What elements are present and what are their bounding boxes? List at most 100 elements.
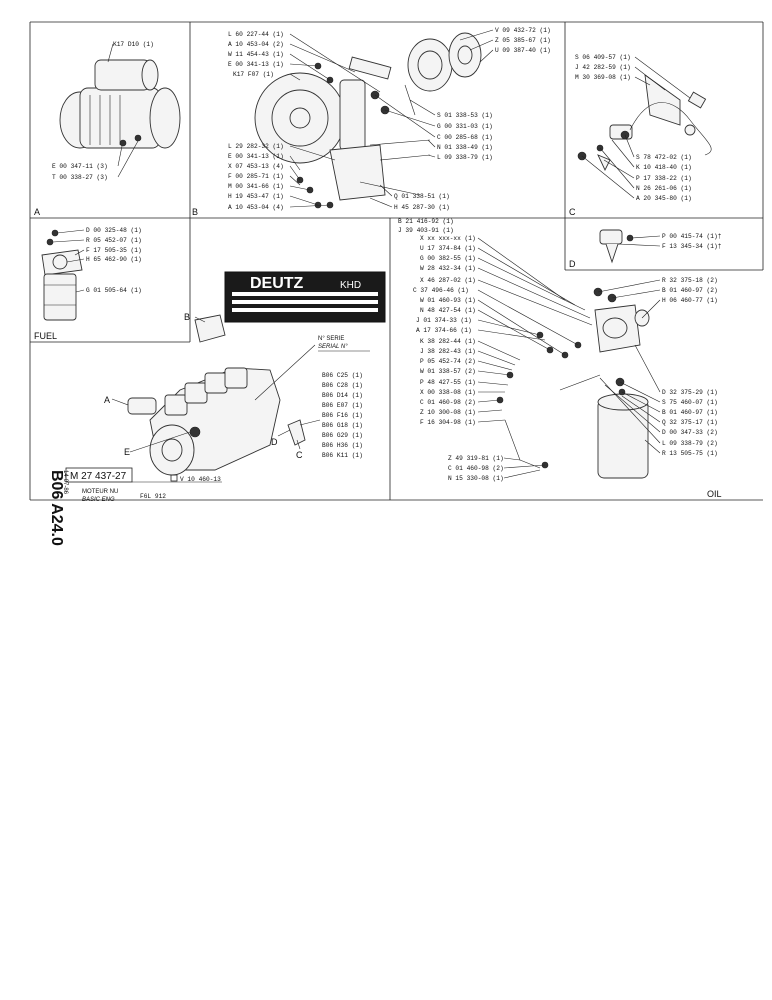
label-c-t-1: J 42 282-59 (1): [575, 64, 631, 71]
label-fuel-2: F 17 505-35 (1): [86, 247, 142, 254]
label-oil-l-8: J 01 374-33 (1): [416, 317, 472, 324]
label-b-rm-1: G 00 331-03 (1): [437, 123, 493, 130]
oil-left-labels: X xx xxx-xx (1) U 17 374-84 (1) G 00 382…: [413, 235, 476, 426]
label-oil-rt-0: R 32 375-18 (2): [662, 277, 718, 284]
label-oil-l-5: C 37 496-46 (1): [413, 287, 469, 294]
label-oil-rt-2: H 06 460-77 (1): [662, 297, 718, 304]
sheet-vertical-date: 14-07-86: [62, 470, 68, 495]
label-oil-rb-0: D 32 375-29 (1): [662, 389, 718, 396]
label-oil-l-16: C 01 460-98 (2): [420, 399, 476, 406]
label-b-lb-5: H 19 453-47 (1): [228, 193, 284, 200]
sheet-model: F6L 912: [140, 493, 166, 500]
sheet-title-en: BASIC ENG: [82, 497, 115, 503]
label-oil-l-13: W 01 338-57 (2): [420, 368, 476, 375]
panel-oil: B 21 416-92 (1) J 39 403-91 (1) X xx xxx…: [398, 218, 722, 499]
label-oil-rb-2: B 01 460-97 (1): [662, 409, 718, 416]
label-oil-l-6: W 01 460-93 (1): [420, 297, 476, 304]
label-oil-l-18: F 16 304-98 (1): [420, 419, 476, 426]
engine-ref-7: B06 H36 (1): [322, 442, 363, 449]
label-oil-rb-4: D 00 347-33 (2): [662, 429, 718, 436]
label-oil-l-15: X 00 338-08 (1): [420, 389, 476, 396]
engine-ref-6: B06 G29 (1): [322, 432, 363, 439]
fuel-caption: FUEL: [34, 331, 57, 341]
engine-ref-5: B06 G18 (1): [322, 422, 363, 429]
label-fuel-1: R 05 452-07 (1): [86, 237, 142, 244]
label-b-lt-3: E 00 341-13 (1): [228, 61, 284, 68]
label-c-t-0: S 06 409-57 (1): [575, 54, 631, 61]
label-b-rm-2: C 00 285-68 (1): [437, 134, 493, 141]
label-b-rm-3: N 01 338-49 (1): [437, 144, 493, 151]
engine-letter-a: A: [104, 395, 110, 405]
label-c-t-2: M 30 369-08 (1): [575, 74, 631, 81]
label-oil-t-1: J 39 403-91 (1): [398, 227, 454, 234]
panel-b: L 60 227-44 (1) A 10 453-04 (2) W 11 454…: [192, 27, 551, 217]
label-b-rm-0: S 01 338-53 (1): [437, 112, 493, 119]
engine-ref-0: B06 C25 (1): [322, 372, 363, 379]
frame: [29, 21, 764, 501]
label-b-rb-0: Q 01 338-51 (1): [394, 193, 450, 200]
engine-ref-3: B06 E07 (1): [322, 402, 363, 409]
callout-line-d0: [631, 235, 661, 239]
engine-letter-b: B: [184, 312, 190, 322]
engine-ref-4: B06 F16 (1): [322, 412, 363, 419]
engine-ref-8: B06 K11 (1): [322, 452, 363, 459]
label-oil-rb-6: R 13 505-75 (1): [662, 450, 718, 457]
callout-lines-a: [107, 43, 139, 178]
label-oil-bl-0: Z 49 319-81 (1): [448, 455, 504, 462]
serial-fr: N° SERIE: [318, 336, 344, 342]
callout-line-d1: [617, 243, 661, 247]
nameplate-brand-suffix: KHD: [340, 280, 361, 291]
engine-ref-2: B06 D14 (1): [322, 392, 363, 399]
label-b-lb-2: X 07 453-13 (4): [228, 163, 284, 170]
label-oil-t-0: B 21 416-92 (1): [398, 218, 454, 225]
label-oil-l-2: G 00 382-55 (1): [420, 255, 476, 262]
oil-caption: OIL: [707, 489, 722, 499]
oil-filter-drawing: [496, 287, 650, 479]
panel-letter-b: B: [192, 207, 198, 217]
callout-lines-b: [289, 29, 494, 208]
label-oil-l-14: P 48 427-55 (1): [420, 379, 476, 386]
label-fuel-4: G 01 505-64 (1): [86, 287, 142, 294]
callout-lines-engine: [111, 316, 321, 453]
panel-d: P 00 415-74 (1)† F 13 345-34 (1)† D: [569, 229, 722, 269]
label-c-b-3: N 26 261-06 (1): [636, 185, 692, 192]
label-oil-l-7: N 48 427-54 (1): [420, 307, 476, 314]
sheet-title-fr: MOTEUR NU: [82, 489, 118, 495]
sheet-vertical-code: B06 A24.0: [48, 470, 65, 546]
label-b-rt-0: V 09 432-72 (1): [495, 27, 551, 34]
label-b-lb-0: L 29 282-32 (1): [228, 143, 284, 150]
label-oil-rb-1: S 75 460-07 (1): [662, 399, 718, 406]
engine-letter-e: E: [124, 447, 130, 457]
label-c-b-2: P 17 338-22 (1): [636, 175, 692, 182]
label-b-lb-1: E 00 341-13 (1): [228, 153, 284, 160]
label-a-2: T 00 338-27 (3): [52, 174, 108, 181]
label-b-rt-2: U 09 387-40 (1): [495, 47, 551, 54]
panel-c: S 06 409-57 (1) J 42 282-59 (1) M 30 369…: [569, 54, 712, 217]
label-c-b-0: S 78 472-02 (1): [636, 154, 692, 161]
engine-letter-d: D: [271, 437, 278, 447]
label-b-lt-2: W 11 454-43 (1): [228, 51, 284, 58]
switch-drawing: [599, 229, 634, 264]
label-d-1: F 13 345-34 (1)†: [662, 243, 722, 250]
label-oil-l-10: K 38 282-44 (1): [420, 338, 476, 345]
label-oil-l-0: X xx xxx-xx (1): [420, 235, 476, 242]
label-oil-l-11: J 38 282-43 (1): [420, 348, 476, 355]
fuel-filter-drawing: [41, 229, 83, 321]
engine-drawing: [127, 314, 306, 476]
label-b-rt-1: Z 05 385-67 (1): [495, 37, 551, 44]
serial-en: SERIAL N°: [318, 344, 348, 350]
label-oil-l-17: Z 10 300-08 (1): [420, 409, 476, 416]
label-oil-rb-5: L 09 338-79 (2): [662, 440, 718, 447]
label-b-lb-3: F 00 285-71 (1): [228, 173, 284, 180]
label-oil-l-1: U 17 374-84 (1): [420, 245, 476, 252]
label-fuel-3: H 65 462-90 (1): [86, 256, 142, 263]
callout-lines-c: [581, 56, 691, 199]
label-oil-l-4: X 46 287-02 (1): [420, 277, 476, 284]
label-b-lb-6: A 10 453-04 (4): [228, 204, 284, 211]
label-a-1: E 00 347-11 (3): [52, 163, 108, 170]
starter-motor-drawing: [59, 59, 181, 149]
panel-letter-c: C: [569, 207, 576, 217]
label-b-rb-1: H 45 287-30 (1): [394, 204, 450, 211]
label-b-lb-4: M 00 341-66 (1): [228, 183, 284, 190]
